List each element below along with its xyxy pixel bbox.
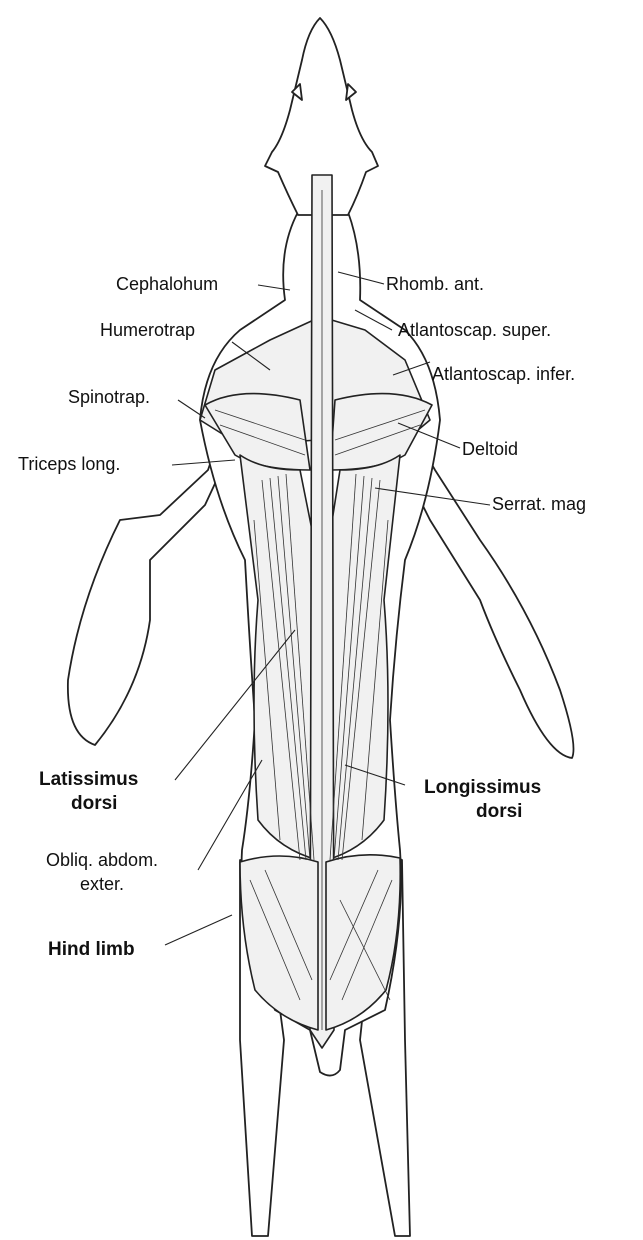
label-atlantoscap-infer: Atlantoscap. infer. <box>432 364 575 384</box>
label-longissimus-line2: dorsi <box>476 801 522 822</box>
label-latissimus-line2: dorsi <box>71 793 117 814</box>
label-spinotrap: Spinotrap. <box>68 387 150 407</box>
label-latissimus-line1: Latissimus <box>39 769 138 790</box>
label-longissimus-line1: Longissimus <box>424 777 541 798</box>
right-eye-icon <box>346 84 356 100</box>
label-triceps-long: Triceps long. <box>18 454 120 474</box>
label-serrat-mag: Serrat. mag <box>492 494 586 514</box>
label-rhomb-ant: Rhomb. ant. <box>386 274 484 294</box>
label-obliq-line2: exter. <box>80 874 124 894</box>
label-atlantoscap-super: Atlantoscap. super. <box>398 320 551 340</box>
label-obliq-line1: Obliq. abdom. <box>46 850 158 870</box>
label-hind-limb: Hind limb <box>48 939 135 960</box>
label-deltoid: Deltoid <box>462 439 518 459</box>
label-humerotrap: Humerotrap <box>100 320 195 340</box>
label-cephalohum: Cephalohum <box>116 274 218 294</box>
